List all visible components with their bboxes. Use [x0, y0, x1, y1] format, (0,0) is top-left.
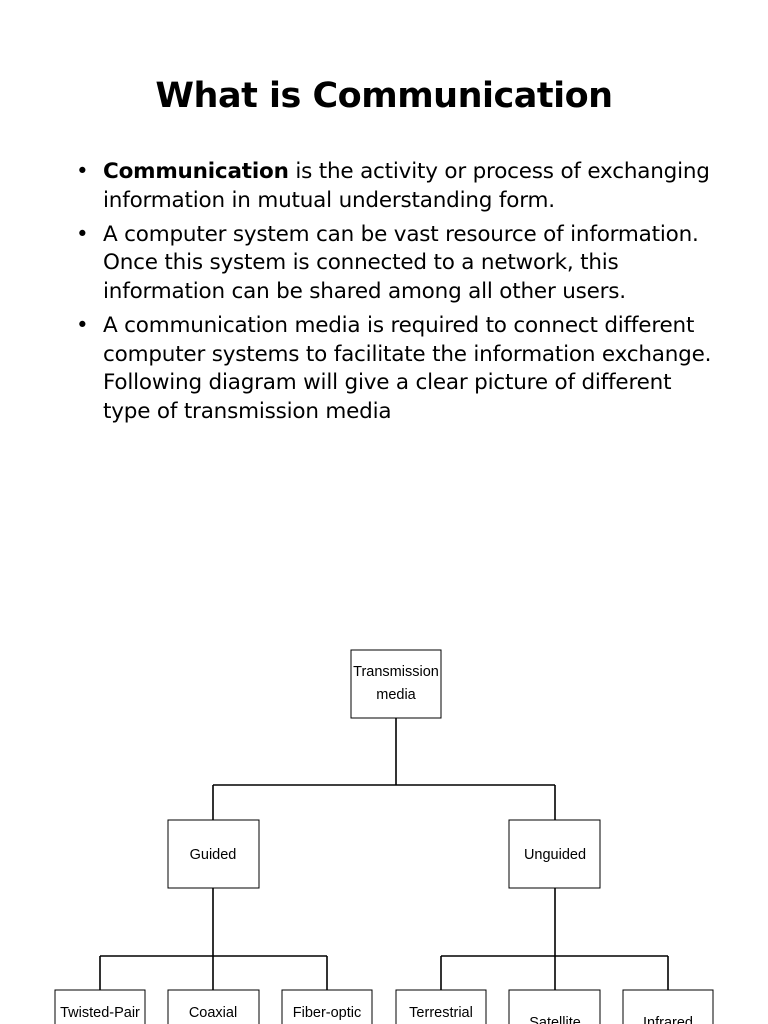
node-box — [395, 989, 487, 1024]
node-label: Terrestrial — [409, 1005, 473, 1021]
node-infrared: Infrared — [622, 989, 714, 1024]
node-label-line1: Transmission — [353, 664, 439, 680]
node-label: Infrared — [643, 1015, 693, 1024]
bullet-marker: • — [76, 312, 89, 338]
node-box — [508, 989, 601, 1024]
node-transmission-media: Transmission media — [350, 649, 442, 719]
bullet-text: A communication media is required to con… — [103, 312, 712, 424]
node-unguided: Unguided — [508, 819, 601, 889]
node-box — [281, 989, 373, 1024]
node-label-line2: media — [376, 687, 416, 703]
node-label: Satellite — [529, 1015, 581, 1024]
node-fiber-optic: Fiber-optic — [281, 989, 373, 1024]
bullet-item-communication-definition: • Communication is the activity or proce… — [72, 158, 722, 215]
node-satellite: Satellite — [508, 989, 601, 1024]
bullet-term: Communication — [103, 159, 289, 184]
bullet-marker: • — [76, 221, 89, 247]
bullet-text: is the activity or process of exchanging… — [103, 159, 710, 213]
bullet-item-communication-media: • A communication media is required to c… — [72, 312, 722, 426]
bullet-list: • Communication is the activity or proce… — [72, 158, 722, 432]
node-label: Coaxial — [189, 1005, 237, 1021]
bullet-marker: • — [76, 159, 89, 184]
node-coaxial: Coaxial — [167, 989, 260, 1024]
node-box — [350, 649, 442, 719]
node-label: Fiber-optic — [293, 1005, 362, 1021]
bullet-text: A computer system can be vast resource o… — [103, 221, 699, 304]
node-box — [508, 819, 601, 889]
node-guided: Guided — [167, 819, 260, 889]
node-label: Guided — [190, 847, 237, 863]
node-box — [54, 989, 146, 1024]
node-label: Unguided — [524, 847, 586, 863]
slide-title: What is Communication — [155, 76, 613, 116]
node-twisted-pair: Twisted-Pair — [54, 989, 146, 1024]
node-box — [622, 989, 714, 1024]
bullet-item-computer-system: • A computer system can be vast resource… — [72, 221, 722, 307]
node-label: Twisted-Pair — [60, 1005, 140, 1021]
node-terrestrial: Terrestrial — [395, 989, 487, 1024]
node-box — [167, 819, 260, 889]
node-box — [167, 989, 260, 1024]
